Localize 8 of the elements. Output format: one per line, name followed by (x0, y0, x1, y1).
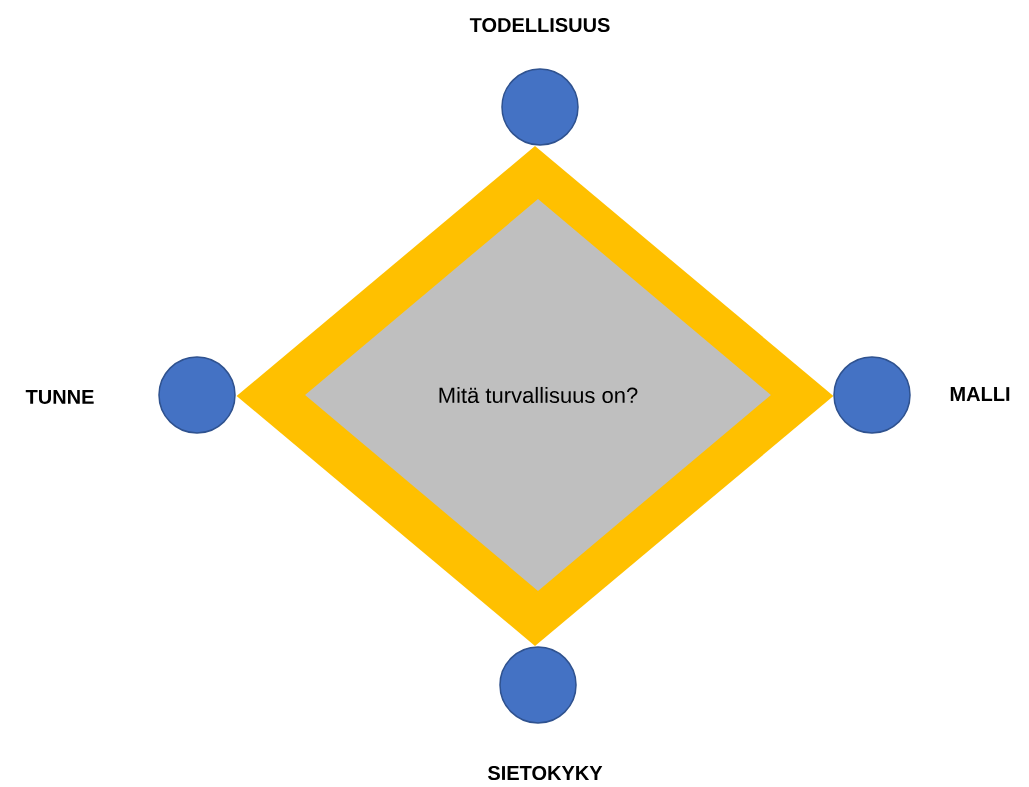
corner-label: MALLI (950, 387, 1010, 401)
circle-marker (158, 356, 236, 434)
circle-marker (501, 68, 579, 146)
corner-label: TUNNE (25, 390, 94, 404)
circle-marker (833, 356, 911, 434)
corner-label: TODELLISUUS (469, 17, 610, 33)
circle-marker (499, 646, 577, 724)
corner-label: SIETOKYKY (488, 765, 603, 781)
